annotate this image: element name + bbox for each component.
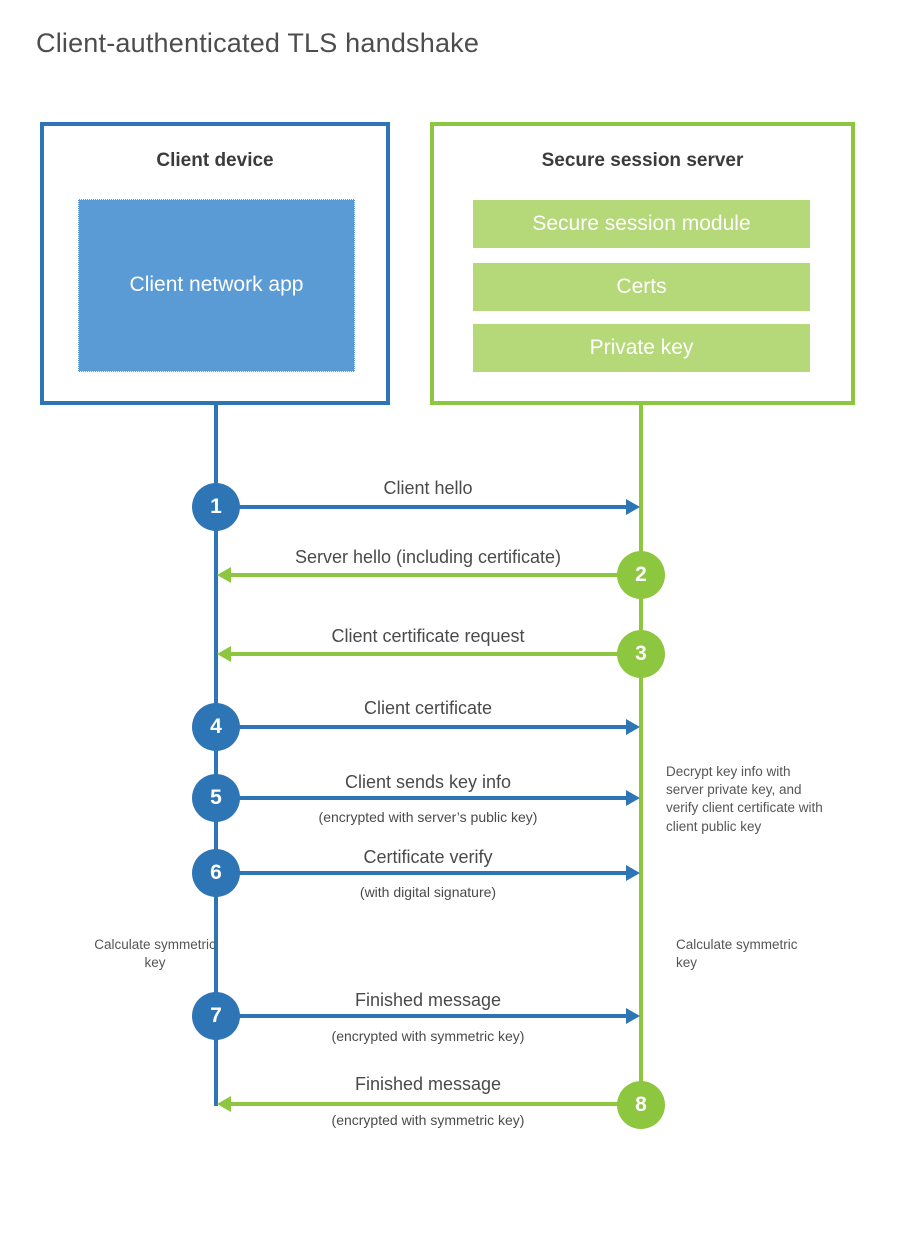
server-module-certs: Certs xyxy=(473,263,810,311)
step-8-arrow xyxy=(230,1102,641,1106)
step-4-arrowhead-icon xyxy=(626,719,640,735)
step-3-label: Client certificate request xyxy=(331,626,525,646)
step-8-sublabel: (encrypted with symmetric key) xyxy=(331,1112,525,1128)
step-7-arrowhead-icon xyxy=(626,1008,640,1024)
step-2-label: Server hello (including certificate) xyxy=(294,547,562,567)
client-network-app-label: Client network app xyxy=(129,273,304,297)
client-device-title: Client device xyxy=(156,150,274,171)
step-2-arrow xyxy=(230,573,641,577)
step-8-label: Finished message xyxy=(354,1074,502,1094)
step-5-arrowhead-icon xyxy=(626,790,640,806)
step-5-sublabel: (encrypted with server’s public key) xyxy=(318,809,538,825)
step-5-badge: 5 xyxy=(192,774,240,822)
server-module-secure-session: Secure session module xyxy=(473,200,810,248)
server-calculate-symmetric-key-note: Calculate symmetric key xyxy=(676,937,798,971)
step-6-sublabel: (with digital signature) xyxy=(359,884,497,900)
page-title: Client-authenticated TLS handshake xyxy=(36,28,480,58)
client-calculate-symmetric-key-note: Calculate symmetric key xyxy=(94,937,216,971)
secure-session-server-title: Secure session server xyxy=(541,150,744,171)
step-2-badge: 2 xyxy=(617,551,665,599)
step-7-sublabel: (encrypted with symmetric key) xyxy=(331,1028,525,1044)
step-3-arrow xyxy=(230,652,641,656)
secure-session-server-box: Secure session server Secure session mod… xyxy=(430,122,855,405)
step-5-arrow xyxy=(216,796,628,800)
step-1-label: Client hello xyxy=(383,478,473,498)
client-lifeline xyxy=(214,405,218,1106)
step-8-badge: 8 xyxy=(617,1081,665,1129)
step-1-arrow xyxy=(216,505,628,509)
step-6-badge: 6 xyxy=(192,849,240,897)
client-network-app-box: Client network app xyxy=(78,199,355,372)
step-7-badge: 7 xyxy=(192,992,240,1040)
server-lifeline xyxy=(639,405,643,1111)
step-1-arrowhead-icon xyxy=(626,499,640,515)
server-module-private-key: Private key xyxy=(473,324,810,372)
step-6-arrowhead-icon xyxy=(626,865,640,881)
step-4-label: Client certificate xyxy=(363,698,493,718)
step-4-arrow xyxy=(216,725,628,729)
step-2-arrowhead-icon xyxy=(217,567,231,583)
step-3-arrowhead-icon xyxy=(217,646,231,662)
step-7-arrow xyxy=(216,1014,628,1018)
server-decrypt-note: Decrypt key info with server private key… xyxy=(666,764,823,834)
step-7-label: Finished message xyxy=(354,990,502,1010)
step-1-badge: 1 xyxy=(192,483,240,531)
step-3-badge: 3 xyxy=(617,630,665,678)
step-4-badge: 4 xyxy=(192,703,240,751)
client-device-box: Client device Client network app xyxy=(40,122,390,405)
step-5-label: Client sends key info xyxy=(344,772,512,792)
step-8-arrowhead-icon xyxy=(217,1096,231,1112)
step-6-arrow xyxy=(216,871,628,875)
step-6-label: Certificate verify xyxy=(363,847,493,867)
